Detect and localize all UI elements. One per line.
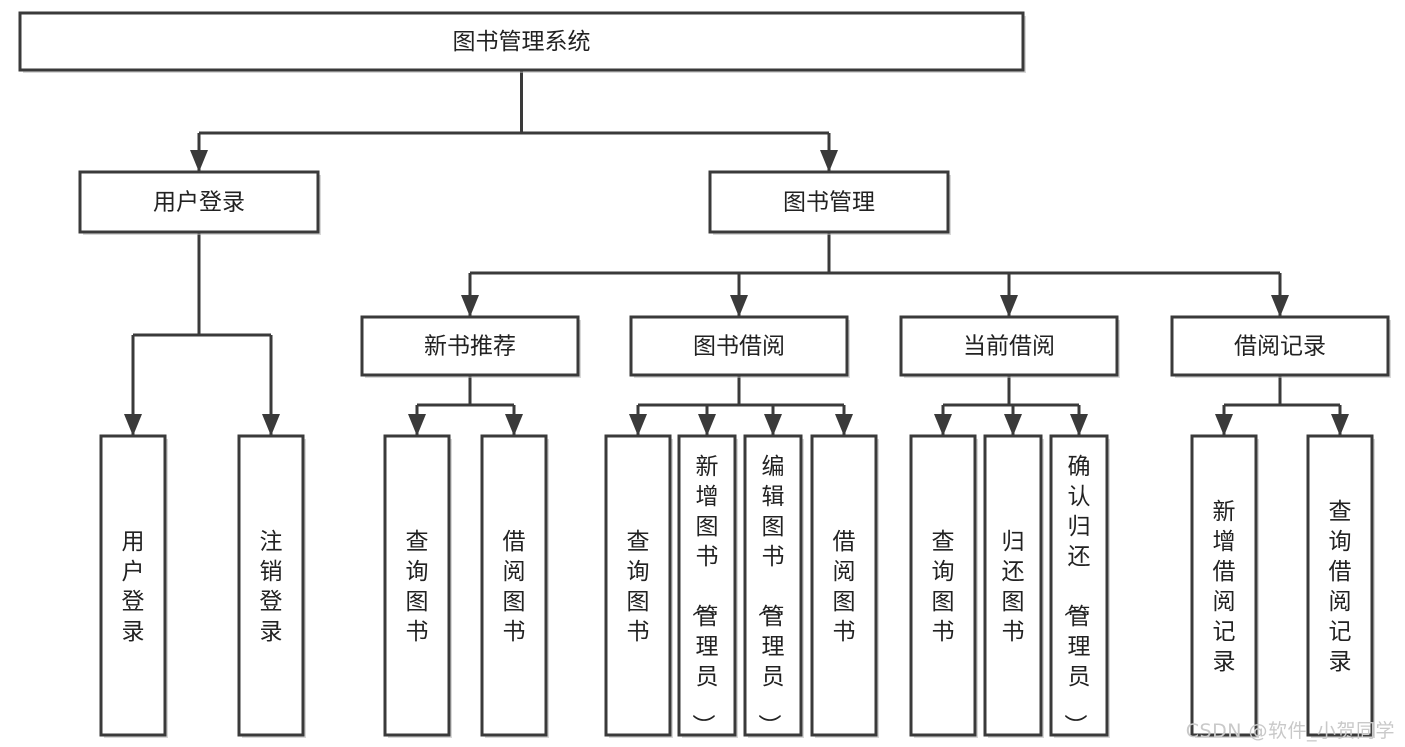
node-leaf-编辑图书管理员[interactable]: 编辑图书（管理员） (743, 434, 804, 738)
edge-arrowhead (408, 414, 426, 436)
node-box[interactable] (629, 315, 849, 377)
node-box[interactable] (983, 434, 1043, 737)
node-label: 借阅图书 (503, 529, 526, 645)
node-leaf-确认归还管理员[interactable]: 确认归还（管理员） (1049, 434, 1110, 738)
node-box[interactable] (909, 434, 977, 737)
node-leaf-新增借阅记录[interactable]: 新增借阅记录 (1190, 434, 1259, 738)
edge-arrowhead (124, 414, 142, 436)
node-label: 图书管理系统 (453, 29, 591, 55)
node-leaf-注销登录[interactable]: 注销登录 (237, 434, 306, 738)
node-box[interactable] (78, 170, 320, 234)
node-label: 借阅图书 (833, 529, 856, 645)
node-box[interactable] (1049, 434, 1109, 737)
node-box[interactable] (99, 434, 167, 737)
edge-arrowhead (1271, 295, 1289, 317)
edge-arrowhead (764, 414, 782, 436)
node-leaf-借阅图书[interactable]: 借阅图书 (810, 434, 879, 738)
node-leaf-查询图书[interactable]: 查询图书 (604, 434, 673, 738)
node-box[interactable] (1306, 434, 1374, 737)
node-box[interactable] (677, 434, 737, 737)
edge-arrowhead (1000, 295, 1018, 317)
node-root-图书管理系统[interactable]: 图书管理系统 (18, 11, 1026, 73)
node-level2-图书管理[interactable]: 图书管理 (708, 170, 951, 235)
node-label: 图书管理 (783, 190, 875, 216)
node-label: 借阅记录 (1234, 334, 1326, 360)
node-box[interactable] (480, 434, 548, 737)
edge-arrowhead (698, 414, 716, 436)
node-leaf-查询借阅记录[interactable]: 查询借阅记录 (1306, 434, 1375, 738)
node-box[interactable] (360, 315, 580, 377)
node-label: 用户登录 (153, 190, 245, 216)
node-box[interactable] (743, 434, 803, 737)
edge-arrowhead (820, 150, 838, 172)
node-level3-图书借阅[interactable]: 图书借阅 (629, 315, 850, 378)
node-level3-借阅记录[interactable]: 借阅记录 (1170, 315, 1391, 378)
node-box[interactable] (1190, 434, 1258, 737)
edge-arrowhead (190, 150, 208, 172)
edge-arrowhead (934, 414, 952, 436)
node-label: 查询借阅记录 (1329, 499, 1352, 675)
node-leaf-归还图书[interactable]: 归还图书 (983, 434, 1044, 738)
node-leaf-借阅图书[interactable]: 借阅图书 (480, 434, 549, 738)
node-leaf-新增图书管理员[interactable]: 新增图书（管理员） (677, 434, 738, 738)
node-label: 用户登录 (122, 529, 145, 645)
edge-arrowhead (1004, 414, 1022, 436)
edge-arrowhead (730, 295, 748, 317)
edge-arrowhead (629, 414, 647, 436)
edge-arrowhead (1215, 414, 1233, 436)
node-box[interactable] (899, 315, 1119, 377)
edge-arrowhead (1331, 414, 1349, 436)
node-label: 查询图书 (406, 529, 429, 645)
node-label: 编辑图书（管理员） (756, 454, 785, 737)
node-box[interactable] (1170, 315, 1390, 377)
node-level3-新书推荐[interactable]: 新书推荐 (360, 315, 581, 378)
node-label: 当前借阅 (963, 334, 1055, 360)
edge-arrowhead (461, 295, 479, 317)
node-box[interactable] (383, 434, 451, 737)
node-box[interactable] (237, 434, 305, 737)
node-leaf-查询图书[interactable]: 查询图书 (909, 434, 978, 738)
node-label: 归还图书 (1002, 529, 1025, 645)
node-box[interactable] (708, 170, 950, 234)
node-label: 新增借阅记录 (1213, 499, 1236, 675)
node-label: 查询图书 (627, 529, 650, 645)
edge-arrowhead (835, 414, 853, 436)
node-label: 查询图书 (932, 529, 955, 645)
node-label: 注销登录 (260, 529, 283, 645)
node-leaf-用户登录[interactable]: 用户登录 (99, 434, 168, 738)
edge-arrowhead (262, 414, 280, 436)
node-box[interactable] (810, 434, 878, 737)
node-box[interactable] (18, 11, 1025, 72)
edges-layer (124, 70, 1349, 436)
node-box[interactable] (604, 434, 672, 737)
node-label: 确认归还（管理员） (1062, 454, 1091, 737)
node-level2-用户登录[interactable]: 用户登录 (78, 170, 321, 235)
nodes-layer: 图书管理系统用户登录图书管理新书推荐图书借阅当前借阅借阅记录用户登录注销登录查询… (18, 11, 1391, 738)
edge-arrowhead (1070, 414, 1088, 436)
node-label: 新增图书（管理员） (690, 454, 719, 737)
node-level3-当前借阅[interactable]: 当前借阅 (899, 315, 1120, 378)
edge-arrowhead (505, 414, 523, 436)
node-label: 新书推荐 (424, 334, 516, 360)
node-leaf-查询图书[interactable]: 查询图书 (383, 434, 452, 738)
node-label: 图书借阅 (693, 334, 785, 360)
